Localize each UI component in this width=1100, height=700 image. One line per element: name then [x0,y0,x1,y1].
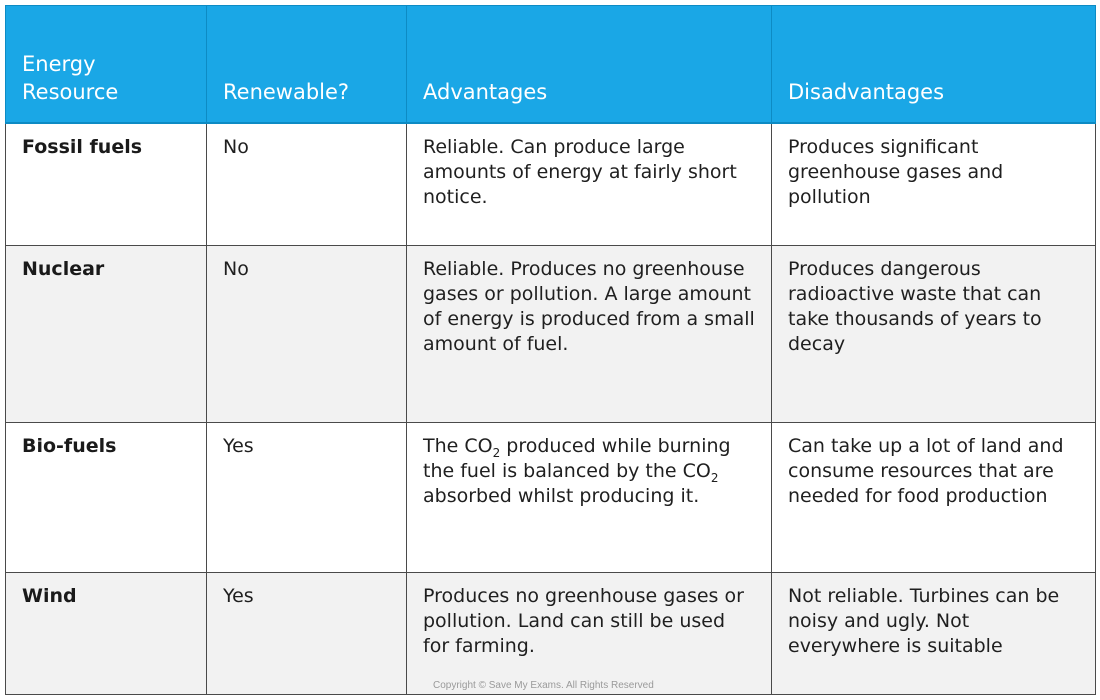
header-energy-resource: Energy Resource [5,5,207,124]
resource-cell: Wind [5,572,207,695]
table-row: Fossil fuels No Reliable. Can produce la… [5,122,1096,246]
disadvantages-cell: Produces significant greenhouse gases an… [771,122,1096,246]
disadvantages-cell: Can take up a lot of land and consume re… [771,422,1096,574]
subscript-2: 2 [710,470,719,485]
copyright-notice: Copyright © Save My Exams. All Rights Re… [433,680,654,691]
advantages-text-part: absorbed whilst producing it. [423,485,700,508]
advantages-cell: Reliable. Can produce large amounts of e… [406,122,772,246]
subscript-2: 2 [492,445,501,460]
table-body: Fossil fuels No Reliable. Can produce la… [5,122,1096,695]
energy-resources-table: Energy Resource Renewable? Advantages Di… [5,5,1096,695]
header-advantages: Advantages [406,5,772,124]
advantages-cell: Reliable. Produces no greenhouse gases o… [406,244,772,424]
table-row: Nuclear No Reliable. Produces no greenho… [5,244,1096,424]
header-row: Energy Resource Renewable? Advantages Di… [5,5,1096,124]
table-header: Energy Resource Renewable? Advantages Di… [5,5,1096,124]
header-renewable: Renewable? [206,5,407,124]
resource-cell: Fossil fuels [5,122,207,246]
renewable-cell: Yes [206,422,407,574]
resource-cell: Nuclear [5,244,207,424]
advantages-text-part: The CO [423,435,493,458]
renewable-cell: Yes [206,572,407,695]
advantages-text-part: produced while burning the fuel is balan… [423,435,731,483]
table-row: Bio-fuels Yes The CO2 produced while bur… [5,422,1096,574]
renewable-cell: No [206,244,407,424]
advantages-cell: Produces no greenhouse gases or pollutio… [406,572,772,695]
header-disadvantages: Disadvantages [771,5,1096,124]
table-row: Wind Yes Produces no greenhouse gases or… [5,572,1096,695]
advantages-cell: The CO2 produced while burning the fuel … [406,422,772,574]
renewable-cell: No [206,122,407,246]
disadvantages-cell: Not reliable. Turbines can be noisy and … [771,572,1096,695]
resource-cell: Bio-fuels [5,422,207,574]
disadvantages-cell: Produces dangerous radioactive waste tha… [771,244,1096,424]
